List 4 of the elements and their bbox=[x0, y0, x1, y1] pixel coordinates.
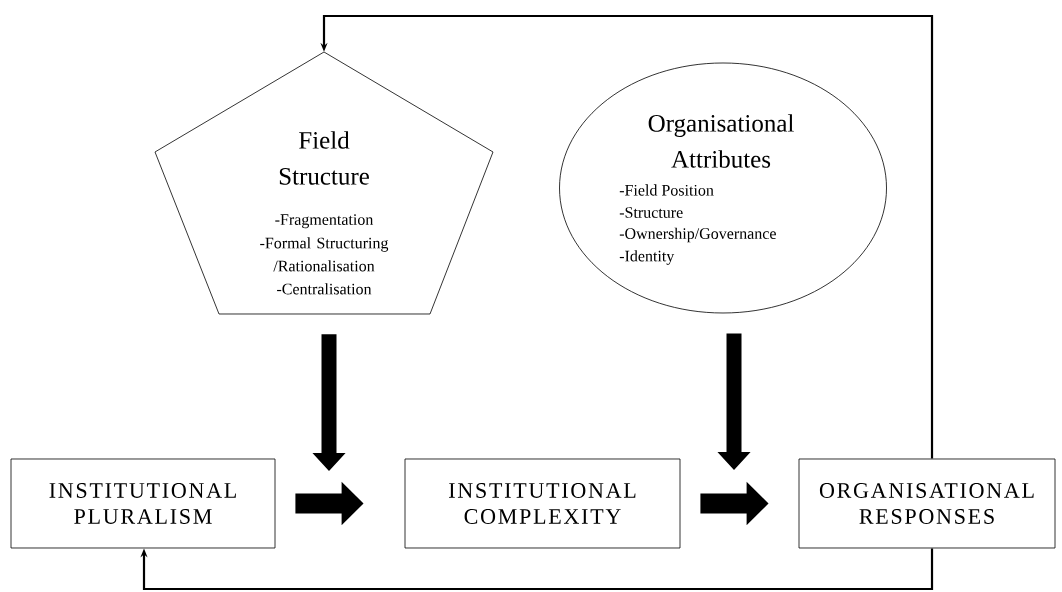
feedback-arrow bbox=[140, 548, 934, 591]
process-box: INSTITUTIONAL COMPLEXITY bbox=[404, 458, 681, 549]
process-box: INSTITUTIONAL PLURALISM bbox=[10, 458, 276, 549]
process-box: ORGANISATIONAL RESPONSES bbox=[798, 458, 1056, 549]
